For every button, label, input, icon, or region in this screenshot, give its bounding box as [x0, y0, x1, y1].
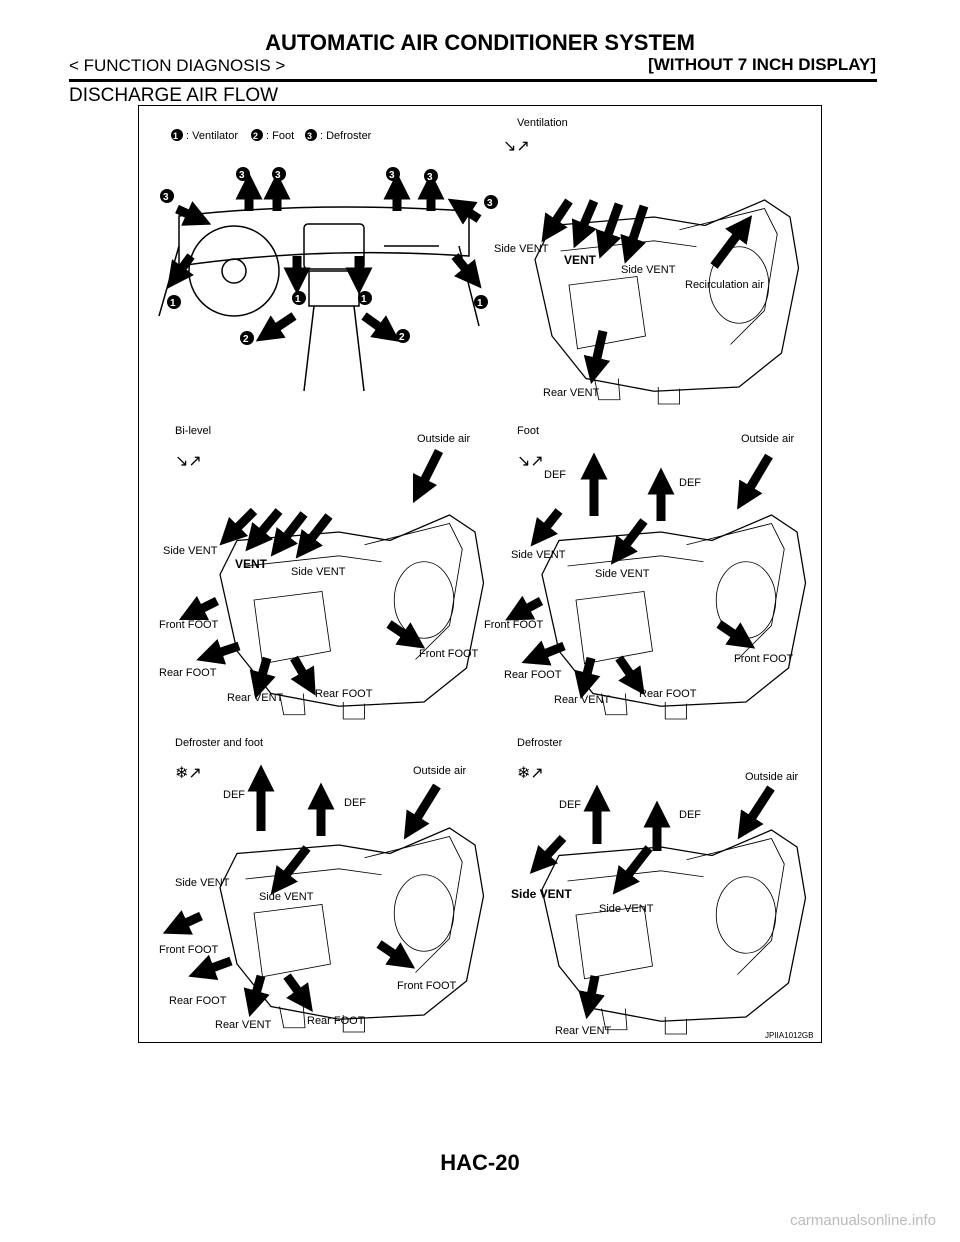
- svg-text:Rear VENT: Rear VENT: [215, 1019, 272, 1031]
- svg-text:VENT: VENT: [235, 557, 268, 571]
- svg-text:1: 1: [173, 131, 178, 141]
- svg-text:VENT: VENT: [564, 253, 597, 267]
- svg-text:Front FOOT: Front FOOT: [159, 619, 219, 631]
- svg-text:DEF: DEF: [544, 469, 566, 481]
- svg-text:2: 2: [253, 131, 258, 141]
- svg-text:: Ventilator: : Ventilator: [186, 130, 238, 142]
- svg-text:Defroster: Defroster: [517, 737, 563, 749]
- svg-text:Rear FOOT: Rear FOOT: [307, 1015, 365, 1027]
- svg-text:3: 3: [163, 192, 169, 203]
- svg-text:❄↗: ❄↗: [175, 765, 202, 782]
- svg-text:Outside air: Outside air: [413, 765, 467, 777]
- figure-code: JPIIA1012GB: [765, 1031, 813, 1040]
- svg-text:3: 3: [307, 131, 312, 141]
- svg-text:DEF: DEF: [223, 789, 245, 801]
- svg-text:Rear FOOT: Rear FOOT: [639, 688, 697, 700]
- svg-text:Rear VENT: Rear VENT: [227, 692, 284, 704]
- svg-text:Side VENT: Side VENT: [163, 545, 218, 557]
- svg-text:Side VENT: Side VENT: [621, 264, 676, 276]
- svg-text:Defroster and foot: Defroster and foot: [175, 737, 263, 749]
- svg-text:DEF: DEF: [679, 477, 701, 489]
- watermark: carmanualsonline.info: [790, 1212, 936, 1229]
- airflow-figure: 1 : Ventilator 2 : Foot 3 : Defroster 3 …: [138, 105, 822, 1043]
- svg-text:1: 1: [295, 294, 301, 305]
- svg-text:3: 3: [275, 170, 281, 181]
- dashboard-callouts: 3 3 3 3 3 3 1 1 1 1 2 2: [160, 167, 498, 345]
- header-rule: [69, 79, 877, 82]
- svg-text:3: 3: [487, 198, 493, 209]
- svg-text:3: 3: [239, 170, 245, 181]
- svg-text:Rear VENT: Rear VENT: [554, 694, 611, 706]
- svg-text:Recirculation air: Recirculation air: [685, 279, 764, 291]
- svg-text:Ventilation: Ventilation: [517, 117, 568, 129]
- header-title: AUTOMATIC AIR CONDITIONER SYSTEM: [265, 30, 695, 55]
- svg-text:Bi-level: Bi-level: [175, 425, 211, 437]
- svg-text:Side VENT: Side VENT: [291, 566, 346, 578]
- panel-bilevel: Bi-level ↘↗ Outside air Side VENT VENT S…: [159, 425, 485, 720]
- breadcrumb: < FUNCTION DIAGNOSIS >: [69, 56, 286, 75]
- svg-text:DEF: DEF: [344, 797, 366, 809]
- panel-ventilation: Ventilation ↘↗ Side VENT VENT Side VENT …: [494, 117, 800, 405]
- svg-text:Rear FOOT: Rear FOOT: [504, 669, 562, 681]
- svg-text:Rear FOOT: Rear FOOT: [315, 688, 373, 700]
- svg-text:3: 3: [427, 172, 433, 183]
- svg-text:Side VENT: Side VENT: [595, 568, 650, 580]
- svg-text:Foot: Foot: [517, 425, 539, 437]
- svg-text:↘↗: ↘↗: [175, 453, 202, 470]
- svg-text:Front FOOT: Front FOOT: [159, 944, 219, 956]
- dashboard-drawing: [158, 206, 480, 392]
- svg-text:Side VENT: Side VENT: [599, 903, 654, 915]
- svg-text:Side VENT: Side VENT: [259, 891, 314, 903]
- svg-text:2: 2: [399, 332, 405, 343]
- dashboard-arrows: [167, 172, 482, 342]
- svg-text:Front FOOT: Front FOOT: [397, 980, 457, 992]
- svg-text:Front FOOT: Front FOOT: [419, 648, 479, 660]
- airflow-diagram: 1 : Ventilator 2 : Foot 3 : Defroster 3 …: [158, 117, 813, 1040]
- svg-text:Rear VENT: Rear VENT: [543, 387, 600, 399]
- svg-text:Front FOOT: Front FOOT: [734, 653, 794, 665]
- svg-text:Side VENT: Side VENT: [511, 887, 572, 901]
- svg-text:DEF: DEF: [679, 809, 701, 821]
- svg-text:2: 2: [243, 334, 249, 345]
- svg-text:Outside air: Outside air: [745, 771, 799, 783]
- svg-text:: Defroster: : Defroster: [320, 130, 372, 142]
- svg-text:Rear VENT: Rear VENT: [555, 1025, 612, 1037]
- svg-text:3: 3: [389, 170, 395, 181]
- page-number: HAC-20: [440, 1150, 520, 1175]
- svg-text:↘↗: ↘↗: [503, 138, 530, 155]
- panel-defroster-foot: Defroster and foot ❄↗ Outside air DEF DE…: [159, 737, 485, 1033]
- panel-defroster: Defroster ❄↗ Outside air DEF DEF Side VE…: [511, 737, 807, 1037]
- svg-text:Front FOOT: Front FOOT: [484, 619, 544, 631]
- svg-text:DEF: DEF: [559, 799, 581, 811]
- svg-text:↘↗: ↘↗: [517, 453, 544, 470]
- svg-text:Side VENT: Side VENT: [175, 877, 230, 889]
- variant-label: [WITHOUT 7 INCH DISPLAY]: [648, 55, 876, 74]
- svg-text:: Foot: : Foot: [266, 130, 294, 142]
- svg-text:1: 1: [361, 294, 367, 305]
- svg-text:Outside air: Outside air: [741, 433, 795, 445]
- svg-text:Outside air: Outside air: [417, 433, 471, 445]
- svg-text:1: 1: [477, 298, 483, 309]
- legend: 1 : Ventilator 2 : Foot 3 : Defroster: [171, 129, 372, 142]
- svg-text:❄↗: ❄↗: [517, 765, 544, 782]
- svg-text:Rear FOOT: Rear FOOT: [169, 995, 227, 1007]
- svg-text:Side VENT: Side VENT: [494, 243, 549, 255]
- panel-foot: Foot ↘↗ Outside air DEF DEF Side VENT Si…: [484, 425, 807, 720]
- section-title: DISCHARGE AIR FLOW: [69, 85, 279, 106]
- svg-text:Rear FOOT: Rear FOOT: [159, 667, 217, 679]
- svg-text:1: 1: [170, 298, 176, 309]
- svg-text:Side VENT: Side VENT: [511, 549, 566, 561]
